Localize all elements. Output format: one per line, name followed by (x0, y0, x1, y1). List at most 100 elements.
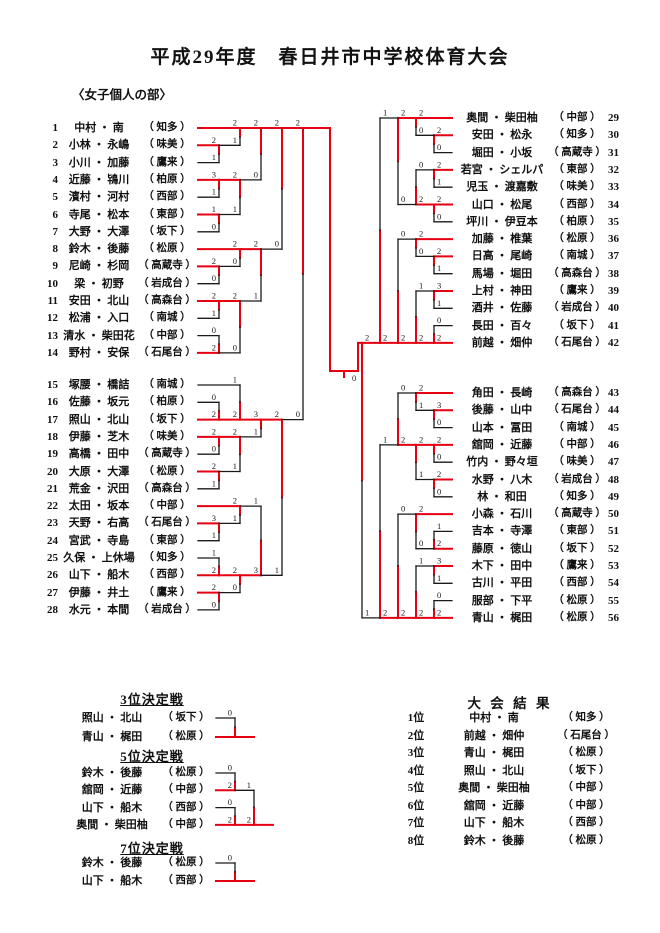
entry-seed: 1 (52, 122, 59, 134)
entry-seed: 19 (47, 448, 58, 461)
entry-names: 堀田 ・ 小坂 (471, 146, 533, 159)
entry-row: 日高 ・ 尾崎（ 南城 ）37 (456, 249, 628, 263)
result-names: 中村 ・ 南 (469, 712, 519, 724)
svg-text:0: 0 (212, 444, 216, 454)
playoff-team-school: （ 坂下 ） (162, 712, 210, 723)
entry-seed: 13 (47, 329, 58, 342)
svg-text:2: 2 (233, 239, 237, 249)
entry-school: （ 鷹来 ） (553, 285, 601, 296)
entry-school: （ 坂下 ） (553, 319, 601, 331)
entry-seed: 33 (608, 181, 619, 194)
entry-seed: 5 (52, 191, 59, 204)
entry-school: （ 石尾台 ） (138, 517, 196, 529)
svg-text:0: 0 (228, 853, 232, 863)
entry-names: 大原 ・ 大澤 (68, 465, 130, 478)
svg-text:2: 2 (419, 194, 423, 204)
playoff-team-names: 鈴木 ・ 後藤 (81, 857, 143, 869)
entry-names: 高橋 ・ 田中 (68, 448, 130, 461)
entry-seed: 3 (52, 156, 59, 169)
entry-seed: 49 (608, 490, 619, 503)
svg-text:1: 1 (233, 513, 237, 523)
playoff-team-names: 照山 ・ 北山 (81, 712, 143, 724)
entry-names: 小川 ・ 加藤 (68, 156, 130, 169)
entry-names: 水元 ・ 本間 (68, 603, 130, 616)
entry-seed: 26 (47, 569, 58, 582)
result-row: 5位奥間 ・ 柴田柚（ 中部 ） (398, 781, 618, 795)
svg-text:1: 1 (419, 400, 423, 410)
svg-text:0: 0 (419, 538, 423, 548)
entry-row: 児玉 ・ 渡嘉敷（ 味美 ）33 (456, 180, 628, 194)
svg-text:3: 3 (437, 556, 441, 566)
svg-text:1: 1 (212, 187, 216, 197)
svg-text:2: 2 (212, 409, 216, 419)
entry-names: 古川 ・ 平田 (471, 577, 533, 590)
entry-seed: 40 (608, 302, 619, 315)
entry-school: （ 高蔵寺 ） (138, 448, 196, 460)
entry-school: （ 南城 ） (553, 421, 601, 433)
svg-text:3: 3 (437, 400, 441, 410)
playoff-team-school: （ 松原 ） (162, 767, 210, 778)
entry-names: 寺尾 ・ 松本 (68, 208, 130, 221)
entry-names: 服部 ・ 下平 (471, 594, 533, 607)
result-school: （ 知多 ） (562, 712, 610, 723)
svg-text:0: 0 (212, 325, 216, 335)
entry-names: 酒井 ・ 佐藤 (471, 302, 533, 315)
entry-school: （ 柏原 ） (553, 215, 601, 227)
entry-seed: 4 (52, 173, 59, 186)
entry-names: 木下 ・ 田中 (471, 560, 533, 572)
entry-school: （ 高森台 ） (548, 267, 606, 279)
result-names: 舘岡 ・ 近藤 (463, 799, 525, 812)
entry-row: 吉本 ・ 寺澤（ 東部 ）51 (456, 524, 628, 538)
entry-row: 奥間 ・ 柴田柚（ 中部 ）29 (456, 111, 628, 125)
entry-seed: 7 (52, 225, 59, 238)
result-rank: 5位 (407, 782, 425, 794)
entry-seed: 8 (52, 243, 59, 256)
entry-school: （ 柏原 ） (143, 173, 191, 185)
entry-seed: 32 (608, 163, 619, 176)
entry-school: （ 高蔵寺 ） (138, 260, 196, 272)
result-row: 6位舘岡 ・ 近藤（ 中部 ） (398, 799, 618, 813)
entry-names: 坪川 ・ 伊豆本 (466, 215, 538, 228)
entry-seed: 27 (47, 586, 58, 599)
entry-row: 前越 ・ 畑仲（ 石尾台 ）42 (456, 336, 628, 350)
svg-text:1: 1 (437, 521, 441, 531)
entry-row: 小森 ・ 石川（ 高蔵寺 ）50 (456, 507, 628, 521)
svg-text:2: 2 (254, 118, 258, 128)
entry-names: 山口 ・ 松尾 (471, 198, 533, 211)
svg-text:2: 2 (233, 565, 237, 575)
entry-school: （ 中部 ） (553, 112, 601, 123)
entry-school: （ 中部 ） (143, 500, 191, 512)
svg-text:2: 2 (437, 469, 441, 479)
svg-text:0: 0 (437, 142, 441, 152)
entry-names: 長田 ・ 百々 (471, 319, 533, 332)
entry-seed: 36 (608, 233, 619, 246)
svg-text:2: 2 (233, 426, 237, 436)
entry-row: 山本 ・ 冨田（ 南城 ）45 (456, 421, 628, 435)
svg-text:2: 2 (275, 118, 279, 128)
svg-text:1: 1 (275, 565, 279, 575)
results-heading: 大 会 結 果 (467, 696, 553, 711)
entry-seed: 56 (608, 611, 619, 624)
svg-text:1: 1 (212, 308, 216, 318)
result-rank: 7位 (407, 817, 425, 829)
entry-names: 吉本 ・ 寺澤 (471, 525, 533, 538)
entry-names: 清水 ・ 柴田花 (63, 329, 135, 342)
entry-seed: 15 (47, 379, 58, 391)
playoff-team-row: 青山 ・ 梶田（ 松原 ） (68, 730, 216, 744)
svg-text:0: 0 (437, 417, 441, 427)
entry-school: （ 西部 ） (143, 569, 191, 581)
svg-text:2: 2 (212, 342, 216, 352)
entry-row: 古川 ・ 平田（ 西部 ）54 (456, 576, 628, 590)
svg-text:0: 0 (212, 599, 216, 609)
svg-text:2: 2 (212, 461, 216, 471)
playoff-team-row: 鈴木 ・ 後藤（ 松原 ） (68, 856, 216, 870)
svg-text:0: 0 (254, 169, 258, 179)
